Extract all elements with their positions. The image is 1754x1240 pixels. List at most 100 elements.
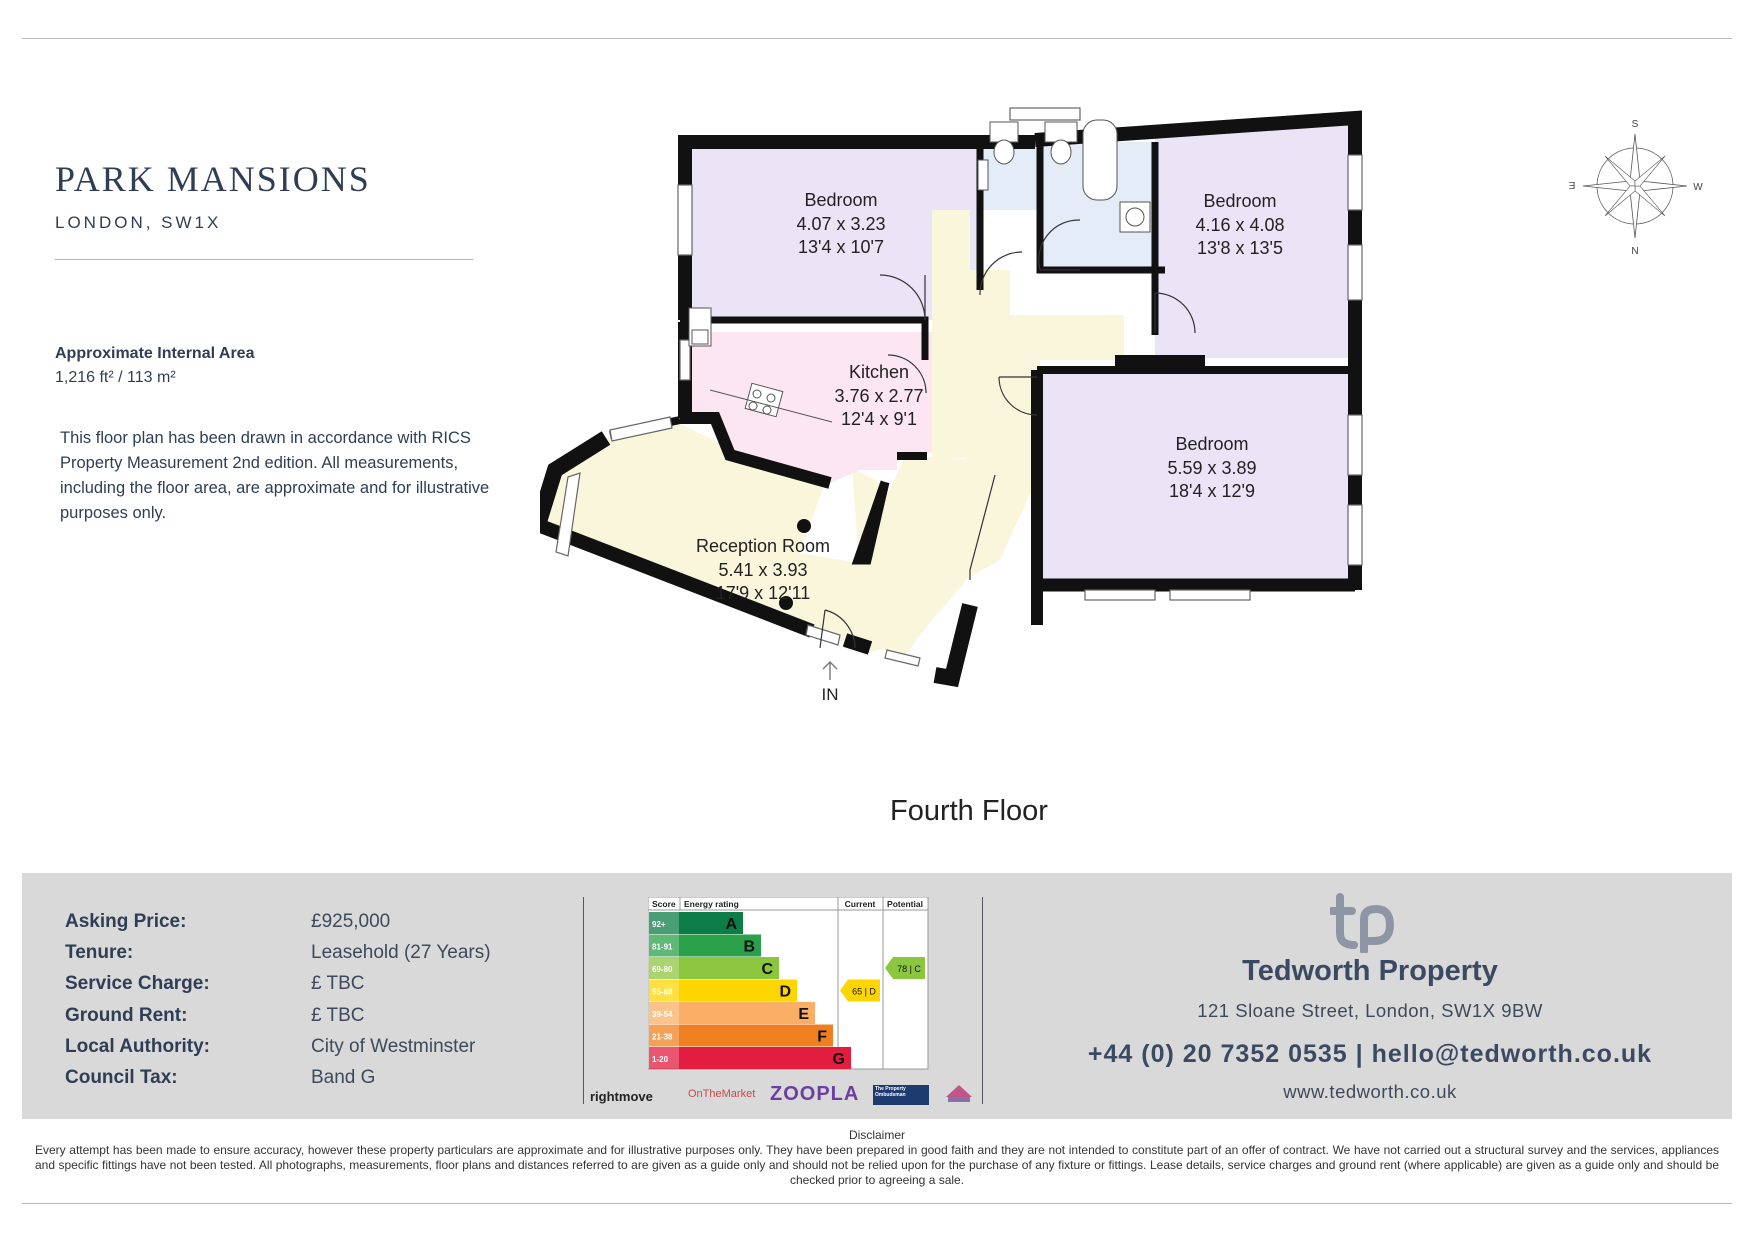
zoopla-logo: ZOOPLA: [770, 1083, 860, 1105]
room-name: Reception Room: [696, 536, 830, 556]
agent-name: Tedworth Property: [1242, 955, 1498, 987]
area-value: 1,216 ft² / 113 m²: [55, 369, 176, 386]
area-label: Approximate Internal Area: [55, 345, 255, 362]
top-rule: [22, 38, 1732, 39]
compass-icon: S N E W: [1568, 119, 1703, 257]
epc-band-range: 1-20: [652, 1055, 669, 1064]
tedworth-logo-icon: [1330, 893, 1395, 953]
panel-divider-left: [583, 897, 584, 1104]
detail-label: Tenure:: [65, 942, 134, 963]
epc-score-cell: [649, 1002, 679, 1024]
floor-label: Fourth Floor: [890, 795, 1048, 827]
agent-website-link[interactable]: www.tedworth.co.uk: [1283, 1081, 1457, 1102]
epc-band-bar: [679, 1024, 833, 1047]
room-name: Bedroom: [1203, 191, 1276, 211]
epc-potential-label: 78 | C: [897, 964, 921, 974]
rightmove-logo: rightmove: [590, 1089, 653, 1104]
detail-label: Service Charge:: [65, 973, 210, 994]
bath-fill: [1040, 142, 1155, 268]
room-metric: 4.07 x 3.23: [796, 214, 885, 234]
epc-band-letter: A: [725, 916, 737, 933]
room-imperial: 12'4 x 9'1: [841, 409, 917, 429]
epc-score-cell: [649, 912, 679, 934]
room-labels: Bedroom 4.07 x 3.23 13'4 x 10'7 Bedroom …: [696, 190, 1285, 603]
epc-band-letter: B: [743, 939, 755, 956]
disclaimer-text: Every attempt has been made to ensure ac…: [35, 1143, 1719, 1187]
epc-score-cell: [649, 979, 679, 1002]
onthemarket-logo: OnTheMarket: [688, 1088, 756, 1100]
room-metric: 5.59 x 3.89: [1167, 458, 1256, 478]
epc-header-potential: Potential: [887, 899, 923, 909]
detail-value: Band G: [311, 1067, 376, 1088]
room-metric: 5.41 x 3.93: [718, 560, 807, 580]
room-imperial: 13'8 x 13'5: [1197, 238, 1283, 258]
epc-score-cell: [649, 934, 679, 957]
epc-band-range: 39-54: [652, 1010, 673, 1019]
detail-value: City of Westminster: [311, 1036, 476, 1057]
wc-fill: [980, 142, 1040, 210]
entrance-label: IN: [822, 685, 839, 704]
agent-address: 121 Sloane Street, London, SW1X 9BW: [1197, 1000, 1543, 1021]
agent-contact[interactable]: +44 (0) 20 7352 0535 | hello@tedworth.co…: [1087, 1040, 1653, 1068]
room-name: Kitchen: [849, 362, 909, 382]
entrance: [822, 661, 838, 680]
epc-score-cell: [649, 957, 679, 979]
detail-label: Asking Price:: [65, 911, 187, 932]
epc-current-arrow: [840, 979, 880, 1002]
epc-band-range: 81-91: [652, 943, 673, 952]
ombudsman-logo: The Property Ombudsman: [873, 1085, 929, 1105]
epc-band-range: 92+: [652, 920, 666, 929]
room-imperial: 18'4 x 12'9: [1169, 481, 1255, 501]
area-note: This floor plan has been drawn in accord…: [60, 429, 490, 522]
epc-current-label: 65 | D: [852, 987, 876, 997]
doors: [819, 219, 1196, 649]
property-location: LONDON, SW1X: [55, 213, 222, 232]
epc-band-bar: [679, 1047, 851, 1069]
panel-divider-right: [982, 897, 983, 1104]
bedroom-3-fill: [1040, 372, 1353, 585]
bedroom-2-fill: [1155, 118, 1353, 358]
detail-label: Ground Rent:: [65, 1005, 188, 1026]
epc-band-range: 21-38: [652, 1033, 673, 1042]
epc-header-current: Current: [845, 899, 876, 909]
compass-west: W: [1693, 182, 1703, 193]
room-metric: 4.16 x 4.08: [1195, 215, 1284, 235]
bottom-rule: [22, 1203, 1732, 1204]
room-fills: [540, 118, 1353, 656]
room-metric: 3.76 x 2.77: [834, 386, 923, 406]
property-title: PARK MANSIONS: [55, 159, 371, 199]
hall-fill: [932, 210, 1124, 580]
epc-band-letter: C: [761, 961, 773, 978]
columns: [779, 519, 811, 610]
room-imperial: 13'4 x 10'7: [798, 237, 884, 257]
room-name: Bedroom: [1175, 434, 1248, 454]
portal-logos: rightmove OnTheMarket ZOOPLA The Propert…: [590, 1083, 980, 1111]
windows: [555, 107, 1363, 667]
room-imperial: 17'9 x 12'11: [716, 583, 811, 603]
room-name: Bedroom: [804, 190, 877, 210]
epc-band-bar: [679, 934, 761, 957]
epc-band-bar: [679, 957, 779, 979]
title-rule: [55, 259, 473, 260]
detail-value: £ TBC: [311, 973, 365, 994]
compass-north: N: [1631, 246, 1638, 257]
detail-value: £ TBC: [311, 1005, 365, 1026]
epc-band-bar: [679, 912, 743, 934]
epc-score-cell: [649, 1024, 679, 1047]
agent-body-icon: [946, 1085, 972, 1102]
epc-band-bar: [679, 979, 797, 1002]
epc-header-rating: Energy rating: [684, 899, 739, 909]
epc-band-range: 55-68: [652, 988, 673, 997]
epc-band-letter: G: [833, 1051, 845, 1068]
detail-value: £925,000: [311, 911, 391, 932]
fixtures: [688, 119, 1151, 423]
epc-markers: 65 | D 78 | C: [840, 957, 925, 1002]
epc-chart: Score Energy rating Current Potential 92…: [648, 897, 929, 1070]
compass-south: S: [1632, 119, 1639, 130]
detail-value: Leasehold (27 Years): [311, 942, 491, 963]
detail-label: Local Authority:: [65, 1036, 210, 1057]
epc-header-score: Score: [652, 899, 676, 909]
epc-band-range: 69-80: [652, 965, 673, 974]
disclaimer-title: Disclaimer: [848, 1128, 905, 1142]
